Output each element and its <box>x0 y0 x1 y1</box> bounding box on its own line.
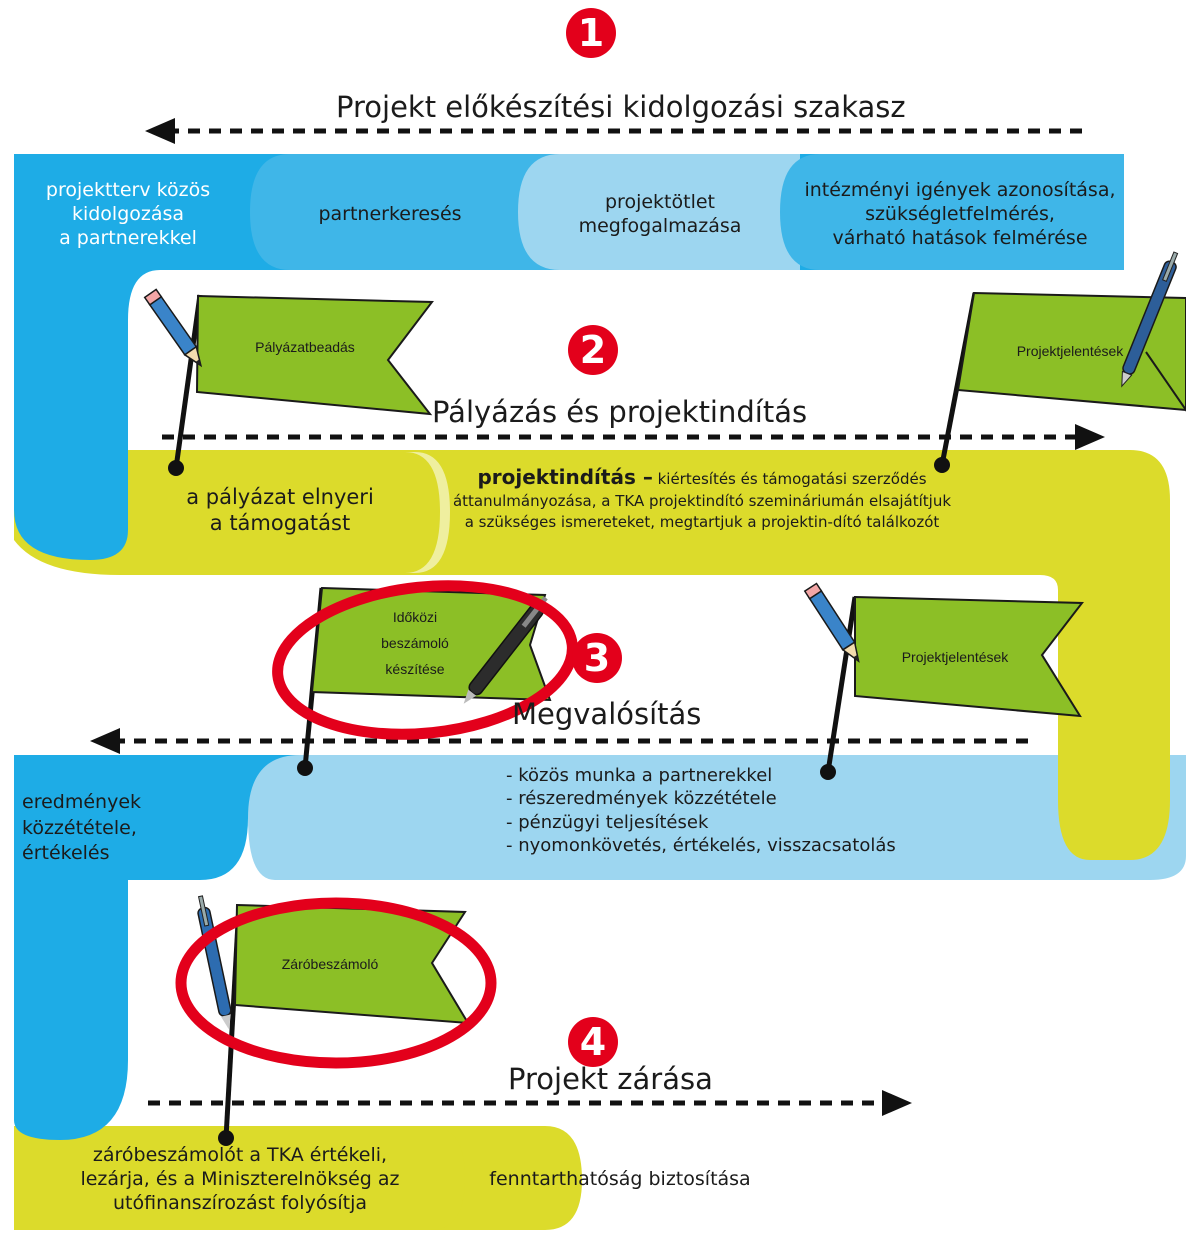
flag4-banner <box>854 595 1084 718</box>
highlight-ellipse-final-report <box>175 897 497 1069</box>
highlight-ellipse-interim-report <box>272 580 578 740</box>
flag1-pole <box>173 294 203 469</box>
pen-icon <box>197 895 232 1030</box>
phase-title-3: Megvalósítás <box>512 697 702 731</box>
flag5-pin <box>218 1130 234 1146</box>
phase-title-4: Projekt zárása <box>508 1062 713 1096</box>
phase-title-2: Pályázás és projektindítás <box>432 395 808 429</box>
flag2-pin <box>934 457 950 473</box>
pencil-icon <box>143 288 203 368</box>
flag2-banner <box>956 291 1186 412</box>
flag4-pole <box>825 596 858 773</box>
flag2-label: Projektjelentések <box>1016 343 1124 359</box>
list-item: - nyomonkövetés, értékelés, visszacsatol… <box>506 835 896 857</box>
flag3-pin <box>297 760 313 776</box>
list-item: - pénzügyi teljesítések <box>506 811 709 833</box>
flag5-banner <box>233 903 470 1025</box>
list-item: - részeredmények közzététele <box>506 788 777 810</box>
pen-icon <box>1121 251 1179 388</box>
flag4-pin <box>820 764 836 780</box>
row4-band <box>14 1126 465 1230</box>
row1-seg4 <box>780 154 1124 270</box>
row1-seg2-text: partnerkeresés <box>318 203 462 226</box>
row1-seg4-text: intézményi igények azonosítása,szükségle… <box>804 179 1116 249</box>
row1-seg3 <box>518 154 800 270</box>
flag4-label: Projektjelentések <box>901 649 1009 665</box>
phase-number-4: 4 <box>568 1017 618 1067</box>
flag1-banner <box>195 294 434 416</box>
row3-list: - közös munka a partnerekkel - részeredm… <box>506 764 896 858</box>
row4-seg2-text: fenntarthatóság biztosítása <box>489 1168 751 1191</box>
row3-band <box>248 755 1186 880</box>
phase-title-1: Projekt előkészítési kidolgozási szakasz <box>336 90 906 124</box>
phase-number-3: 3 <box>572 633 622 683</box>
arrow-head-3 <box>90 728 120 754</box>
row2-band <box>14 450 1070 575</box>
row2-band-divider <box>405 452 450 573</box>
row3-left-band <box>14 755 300 1140</box>
row1-seg2 <box>250 154 560 270</box>
arrow-head-1 <box>145 118 175 144</box>
phase-number-2: 2 <box>568 325 618 375</box>
flag5-label: Záróbeszámoló <box>281 956 379 972</box>
arrow-head-4 <box>882 1090 912 1116</box>
row4-seg1-text: záróbeszámolót a TKA értékeli,lezárja, é… <box>80 1144 400 1214</box>
flag1-label: Pályázatbeadás <box>255 339 355 355</box>
pencil-icon <box>803 582 860 663</box>
row2-seg2-text: projektindítás – kiértesítés és támogatá… <box>452 465 952 531</box>
phase-number-1: 1 <box>566 8 616 58</box>
list-item: - közös munka a partnerekkel <box>506 765 773 786</box>
arrow-head-2 <box>1075 424 1105 450</box>
flag1-pin <box>168 460 184 476</box>
